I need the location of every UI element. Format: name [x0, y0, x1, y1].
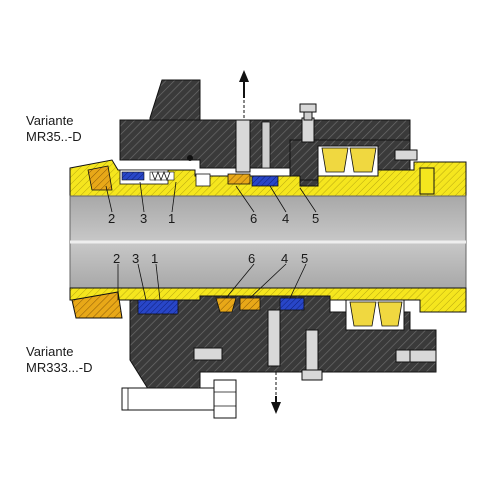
bottom-callout-1: 1: [151, 251, 159, 266]
bottom-variant-line1: Variante: [26, 344, 74, 359]
top-callout-6: 6: [250, 211, 258, 226]
top-callout-4: 4: [282, 211, 290, 226]
bottom-grease-nipple: [301, 329, 323, 381]
top-callout-2: 2: [108, 211, 116, 226]
top-callout-3: 3: [140, 211, 148, 226]
bottom-seal-gland: [71, 291, 123, 319]
bottom-callout-3: 3: [132, 251, 140, 266]
top-variant-line1: Variante: [26, 113, 74, 128]
top-callout-1: 1: [168, 211, 176, 226]
inlet-arrow-up: [239, 70, 249, 118]
bottom-callout-5: 5: [301, 251, 309, 266]
bottom-variant-line2: MR333...-D: [26, 360, 93, 375]
bottom-callout-6: 6: [248, 251, 256, 266]
bottom-flush-port: [267, 309, 281, 367]
top-bearing: [317, 145, 379, 177]
top-callout-5: 5: [312, 211, 320, 226]
top-flush-port: [235, 119, 251, 173]
mounting-bolt: [121, 379, 237, 419]
top-variant-line2: MR35..-D: [26, 129, 82, 144]
bottom-variant-label: Variante MR333...-D: [26, 344, 92, 376]
outlet-arrow-down: [271, 372, 281, 414]
top-variant-label: Variante MR35..-D: [26, 113, 82, 145]
top-side-screw: [394, 149, 418, 161]
bottom-callout-4: 4: [281, 251, 289, 266]
bottom-housing: [71, 291, 437, 393]
top-end-ring: [419, 167, 435, 195]
bottom-callout-leaders: [117, 263, 307, 301]
top-seal-parts: [87, 155, 279, 191]
bottom-callout-2: 2: [113, 251, 121, 266]
top-grease-nipple: [299, 103, 317, 143]
bottom-bearing: [345, 299, 405, 331]
top-callout-leaders: [105, 181, 317, 213]
